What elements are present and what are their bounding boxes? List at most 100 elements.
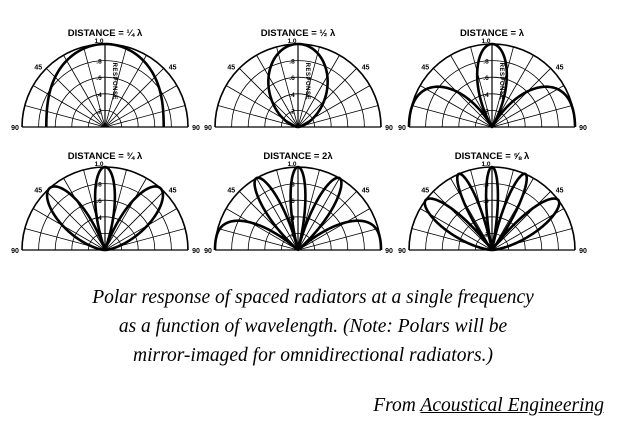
source-prefix: From <box>373 395 421 416</box>
grid-spoke <box>297 46 320 128</box>
radius-tick-label: 1.0 <box>481 38 490 45</box>
radius-tick-label: .2 <box>96 108 102 115</box>
radius-tick-label: 1.0 <box>94 38 103 45</box>
grid-spoke <box>104 46 127 128</box>
angle-label-90-right: 90 <box>192 125 200 132</box>
grid-spoke <box>239 68 299 128</box>
radius-tick-label: .4 <box>96 215 102 222</box>
angle-label-45-left: 45 <box>227 187 235 194</box>
response-axis-label: RESPONSE <box>111 63 117 100</box>
radius-tick-label: .6 <box>483 75 489 82</box>
angle-label-45-right: 45 <box>169 187 177 194</box>
angle-label-90-right: 90 <box>385 125 393 132</box>
response-curve <box>407 42 577 129</box>
grid-spoke <box>491 85 565 128</box>
radius-tick-label: .6 <box>289 198 295 205</box>
radius-tick-label: .6 <box>96 75 102 82</box>
response-curve <box>45 42 165 128</box>
grid-spoke <box>491 68 551 128</box>
radius-tick-label: .8 <box>96 182 102 189</box>
angle-label-45-right: 45 <box>556 187 564 194</box>
radius-tick-label: 1.0 <box>287 38 296 45</box>
grid-spoke <box>32 208 106 251</box>
grid-spoke <box>297 68 357 128</box>
panel-title: DISTANCE = ½ λ <box>261 28 336 39</box>
grid-spoke <box>297 228 379 251</box>
grid-spoke <box>256 177 299 251</box>
panel-title: DISTANCE = ¼ λ <box>68 28 143 39</box>
angle-label-45-left: 45 <box>421 187 429 194</box>
radius-tick-label: .2 <box>96 231 102 238</box>
radius-tick-label: .4 <box>289 92 295 99</box>
angle-label-90-right: 90 <box>579 248 587 255</box>
grid-spoke <box>297 208 371 251</box>
grid-spoke <box>104 208 178 251</box>
grid-spoke <box>217 105 299 128</box>
radius-tick-label: 1.0 <box>481 161 490 168</box>
grid-spoke <box>46 191 106 251</box>
radius-tick-label: .8 <box>483 182 489 189</box>
grid-spoke <box>217 228 299 251</box>
grid-spoke <box>491 191 551 251</box>
panel-title: DISTANCE = λ <box>460 28 525 39</box>
angle-label-45-left: 45 <box>227 64 235 71</box>
grid-spoke <box>104 177 147 251</box>
source-credit: From Acoustical Engineering <box>373 395 604 417</box>
response-axis-label: RESPONSE <box>304 63 310 100</box>
radius-tick-label: .2 <box>483 108 489 115</box>
radius-tick-label: .8 <box>96 59 102 66</box>
grid-spoke <box>297 54 340 128</box>
angle-label-90-left: 90 <box>204 125 212 132</box>
angle-label-90-left: 90 <box>204 248 212 255</box>
caption-line-3: mirror-imaged for omnidirectional radiat… <box>133 345 493 366</box>
caption-line-1: Polar response of spaced radiators at a … <box>92 287 534 308</box>
angle-label-90-right: 90 <box>385 248 393 255</box>
grid-spoke <box>411 105 493 128</box>
grid-spoke <box>104 191 164 251</box>
grid-spoke <box>225 208 299 251</box>
angle-label-90-left: 90 <box>11 248 19 255</box>
angle-label-45-right: 45 <box>362 187 370 194</box>
angle-label-90-left: 90 <box>398 248 406 255</box>
response-axis-label: RESPONSE <box>498 63 504 100</box>
grid-spoke <box>491 105 573 128</box>
caption-line-2: as a function of wavelength. (Note: Pola… <box>118 316 508 337</box>
grid-spoke <box>470 46 493 128</box>
response-curve <box>213 165 383 252</box>
angle-label-45-right: 45 <box>169 64 177 71</box>
grid-spoke <box>63 54 106 128</box>
response-curve <box>45 165 165 252</box>
angle-label-45-right: 45 <box>556 64 564 71</box>
angle-label-90-left: 90 <box>398 125 406 132</box>
grid-spoke <box>104 85 178 128</box>
grid-spoke <box>491 46 514 128</box>
radius-tick-label: .2 <box>289 108 295 115</box>
grid-spoke <box>83 46 106 128</box>
angle-label-90-left: 90 <box>11 125 19 132</box>
radius-tick-label: .2 <box>289 231 295 238</box>
grid-spoke <box>433 68 493 128</box>
grid-spoke <box>256 54 299 128</box>
radius-tick-label: 1.0 <box>94 161 103 168</box>
panel-title: DISTANCE = 2λ <box>263 151 333 162</box>
radius-tick-label: .8 <box>289 182 295 189</box>
radius-tick-label: .8 <box>289 59 295 66</box>
angle-label-90-right: 90 <box>192 248 200 255</box>
radius-tick-label: .6 <box>96 198 102 205</box>
radius-tick-label: .4 <box>289 215 295 222</box>
figure-caption: Polar response of spaced radiators at a … <box>0 283 626 370</box>
grid-spoke <box>297 105 379 128</box>
source-book-title: Acoustical Engineering <box>420 395 604 416</box>
panel-title: DISTANCE = ⅝ λ <box>455 151 530 162</box>
response-curve <box>267 42 329 129</box>
grid-spoke <box>24 105 106 128</box>
radius-tick-label: .6 <box>483 198 489 205</box>
angle-label-45-right: 45 <box>362 64 370 71</box>
grid-spoke <box>419 85 493 128</box>
radius-tick-label: .4 <box>96 92 102 99</box>
